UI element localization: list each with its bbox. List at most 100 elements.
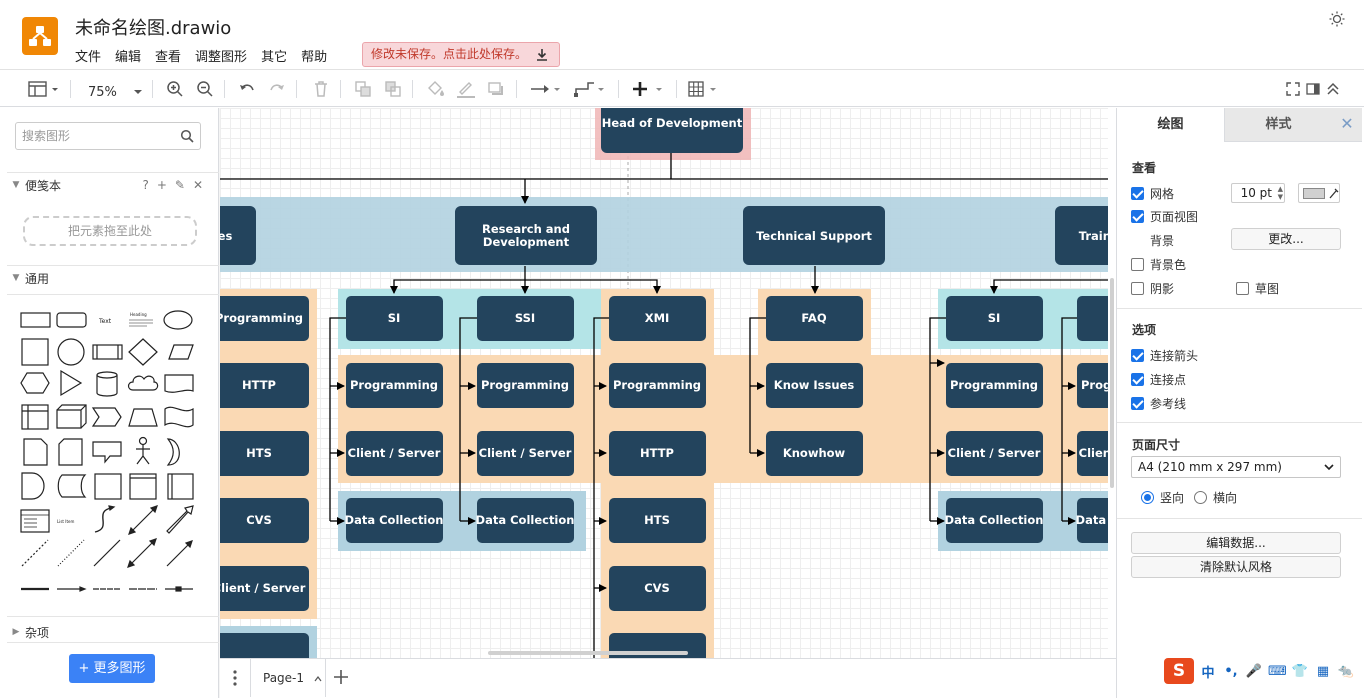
menu-help[interactable]: 帮助 bbox=[301, 50, 328, 65]
node-programming[interactable]: Programming bbox=[609, 363, 706, 408]
shadow-icon[interactable] bbox=[487, 79, 505, 99]
connection-arrows-option[interactable]: 连接箭头 bbox=[1131, 346, 1198, 364]
scratchpad-header[interactable]: ▼ 便笺本 ? + ✎ ✕ bbox=[7, 173, 219, 197]
cloud-shape[interactable] bbox=[127, 375, 159, 391]
add-page-icon[interactable] bbox=[332, 668, 350, 686]
menu-extras[interactable]: 其它 bbox=[261, 50, 288, 65]
misc-shapes-header[interactable]: ▶ 杂项 bbox=[7, 620, 219, 644]
zoom-in-icon[interactable] bbox=[166, 79, 184, 99]
canvas-horizontal-scrollbar[interactable] bbox=[488, 651, 688, 655]
rectangle-shape[interactable] bbox=[20, 312, 51, 328]
node-programming[interactable]: Programming bbox=[1077, 363, 1108, 408]
menu-file[interactable]: 文件 bbox=[75, 50, 102, 65]
mascot-icon[interactable]: 🐀 bbox=[1337, 663, 1355, 679]
node-sales-partial[interactable]: es bbox=[220, 206, 256, 265]
landscape-radio[interactable] bbox=[1194, 490, 1207, 504]
delete-icon[interactable] bbox=[312, 79, 330, 99]
node-training[interactable]: Training bbox=[1055, 206, 1108, 265]
node-head-of-development[interactable]: Head of Development bbox=[601, 108, 743, 153]
node-si[interactable]: SI bbox=[946, 296, 1043, 341]
skin-icon[interactable]: 👕 bbox=[1291, 663, 1309, 679]
edit-data-button[interactable]: 编辑数据... bbox=[1131, 532, 1341, 554]
node-data-collection[interactable]: Data Collection bbox=[1076, 498, 1108, 543]
ellipse-shape[interactable] bbox=[163, 310, 193, 330]
hexagon-shape[interactable] bbox=[20, 372, 50, 394]
document-title[interactable]: 未命名绘图.drawio bbox=[75, 18, 232, 39]
node-client-server[interactable]: Client / Server bbox=[946, 431, 1043, 476]
heading-shape[interactable]: Heading bbox=[129, 312, 153, 327]
edit-icon[interactable]: ✎ bbox=[174, 178, 185, 192]
change-background-button[interactable]: 更改... bbox=[1231, 228, 1341, 250]
sogou-logo[interactable]: S bbox=[1164, 658, 1194, 684]
node-http[interactable]: HTTP bbox=[220, 363, 309, 408]
tape-shape[interactable] bbox=[164, 406, 194, 428]
shape-search-field[interactable] bbox=[15, 122, 201, 150]
list-shape[interactable] bbox=[20, 509, 50, 533]
trapezoid-shape[interactable] bbox=[128, 408, 158, 427]
grid-size-input[interactable]: 10 pt ▲▼ bbox=[1231, 183, 1285, 203]
node-partial-right[interactable] bbox=[1077, 296, 1108, 341]
scratchpad-drop-zone[interactable]: 把元素拖至此处 bbox=[23, 216, 197, 246]
triangle-shape[interactable] bbox=[60, 369, 83, 397]
node-client-server[interactable]: Client / Server bbox=[1077, 431, 1108, 476]
node-know-issues[interactable]: Know Issues bbox=[766, 363, 863, 408]
shadow-option[interactable]: 阴影 bbox=[1131, 279, 1174, 297]
bidirectional-arrow-shape[interactable] bbox=[128, 505, 158, 535]
fill-color-icon[interactable] bbox=[426, 79, 446, 99]
grid-checkbox[interactable] bbox=[1131, 186, 1144, 200]
page-view-option[interactable]: 页面视图 bbox=[1131, 207, 1198, 225]
node-hts[interactable]: HTS bbox=[220, 431, 309, 476]
spinner-icon[interactable]: ▲▼ bbox=[1277, 185, 1283, 201]
rectangle-frame-shape[interactable] bbox=[94, 473, 122, 500]
background-color-checkbox[interactable] bbox=[1131, 257, 1144, 271]
arrow-shape[interactable] bbox=[166, 505, 194, 534]
to-front-icon[interactable] bbox=[354, 79, 372, 99]
canvas-vertical-scrollbar[interactable] bbox=[1108, 108, 1116, 658]
dotted-line-shape[interactable] bbox=[57, 539, 85, 567]
or-shape[interactable] bbox=[166, 438, 180, 466]
table-icon[interactable] bbox=[688, 79, 722, 99]
node-programming[interactable]: Programming bbox=[220, 296, 309, 341]
rounded-rectangle-shape[interactable] bbox=[56, 312, 87, 328]
node-faq[interactable]: FAQ bbox=[766, 296, 863, 341]
close-icon[interactable]: ✕ bbox=[192, 178, 203, 192]
punctuation-icon[interactable]: •, bbox=[1224, 663, 1238, 679]
portrait-option[interactable]: 竖向 bbox=[1141, 488, 1184, 506]
unsaved-changes-button[interactable]: 修改未保存。点击此处保存。 bbox=[362, 42, 561, 67]
tab-diagram[interactable]: 绘图 bbox=[1117, 108, 1224, 142]
sketch-option[interactable]: 草图 bbox=[1236, 279, 1279, 297]
square-shape[interactable] bbox=[21, 338, 49, 366]
clear-default-style-button[interactable]: 清除默认风格 bbox=[1131, 556, 1341, 578]
node-client-server[interactable]: Client / Server bbox=[220, 566, 309, 611]
shape-search-input[interactable] bbox=[22, 127, 172, 145]
node-cvs[interactable]: CVS bbox=[220, 498, 309, 543]
keyboard-icon[interactable]: ⌨ bbox=[1268, 663, 1287, 679]
waypoints-icon[interactable] bbox=[574, 79, 608, 99]
sketch-checkbox[interactable] bbox=[1236, 281, 1249, 295]
line-color-icon[interactable] bbox=[456, 79, 476, 99]
cube-shape[interactable] bbox=[56, 404, 87, 429]
menu-arrange[interactable]: 调整图形 bbox=[195, 50, 248, 65]
drawio-logo[interactable] bbox=[22, 17, 58, 55]
bidirectional-connector-shape[interactable] bbox=[127, 538, 157, 568]
menu-edit[interactable]: 编辑 bbox=[115, 50, 142, 65]
parallelogram-shape[interactable] bbox=[168, 344, 194, 360]
node-data-collection[interactable]: Data Collection bbox=[476, 498, 575, 543]
node-programming[interactable]: Programming bbox=[946, 363, 1043, 408]
tab-style[interactable]: 样式 bbox=[1224, 108, 1332, 142]
toolbox-icon[interactable]: ▦ bbox=[1316, 663, 1330, 679]
to-back-icon[interactable] bbox=[384, 79, 402, 99]
format-panel-icon[interactable] bbox=[28, 79, 62, 99]
vertical-container-shape[interactable] bbox=[167, 473, 194, 500]
connection-points-checkbox[interactable] bbox=[1131, 372, 1144, 386]
close-icon[interactable]: ✕ bbox=[1332, 108, 1362, 142]
node-programming[interactable]: Programming bbox=[477, 363, 574, 408]
association-connector-shape[interactable] bbox=[165, 586, 193, 592]
node-data-collection[interactable]: Data Collection bbox=[945, 498, 1044, 543]
line-shape[interactable] bbox=[93, 539, 121, 567]
data-storage-shape[interactable] bbox=[57, 474, 87, 498]
arrow-connector-shape[interactable] bbox=[57, 586, 87, 592]
node-data-collection[interactable]: Data Collection bbox=[345, 498, 444, 543]
node-si[interactable]: SI bbox=[346, 296, 443, 341]
insert-icon[interactable] bbox=[632, 79, 666, 99]
